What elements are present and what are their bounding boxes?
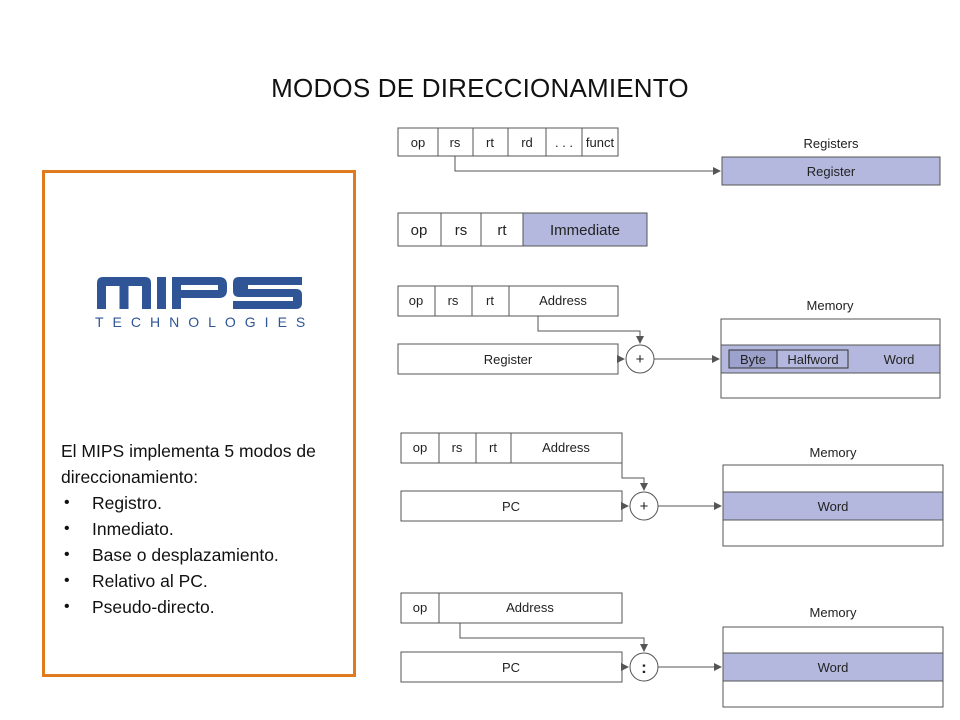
memory-word-row <box>722 491 944 521</box>
mode-item: Pseudo-directo. <box>61 594 351 620</box>
field-op: op <box>411 222 428 239</box>
register-arrow <box>454 156 721 175</box>
modes-list: Registro. Inmediato. Base o desplazamien… <box>61 490 351 620</box>
field-ellipsis: . . . <box>555 135 573 150</box>
base-register-label: Register <box>484 352 533 367</box>
mode-item: Relativo al PC. <box>61 568 351 594</box>
field-immediate: Immediate <box>550 222 620 239</box>
field-rs: rs <box>448 293 459 308</box>
field-op: op <box>409 293 423 308</box>
field-rs: rs <box>450 135 461 150</box>
field-rs: rs <box>455 222 468 239</box>
byte-label: Byte <box>740 352 766 367</box>
mips-logo: TECHNOLOGIES <box>95 273 305 330</box>
field-address: Address <box>542 440 590 455</box>
word-label: Word <box>818 499 849 514</box>
mode-item: Base o desplazamiento. <box>61 542 351 568</box>
mode-item: Registro. <box>61 490 351 516</box>
pc-label: PC <box>502 499 520 514</box>
field-rt: rt <box>489 440 497 455</box>
pc-label: PC <box>502 660 520 675</box>
pseudo-direct-mode-diagram: op Address PC : Memory Word <box>400 592 944 708</box>
field-rt: rt <box>497 222 507 239</box>
word-label: Word <box>818 660 849 675</box>
mode-item: Inmediato. <box>61 516 351 542</box>
register-mode-diagram: op rs rt rd . . . funct Registers Regist… <box>397 127 941 186</box>
address-arrow <box>459 623 648 652</box>
description: El MIPS implementa 5 modos de direcciona… <box>61 438 351 620</box>
field-op: op <box>411 135 425 150</box>
byte-cell <box>728 349 778 369</box>
memory-title: Memory <box>810 445 857 460</box>
memory-word-row <box>722 652 944 682</box>
pc-relative-mode-diagram: op rs rt Address PC + Memory Word <box>400 432 944 547</box>
immediate-mode-diagram: op rs rt Immediate <box>397 212 648 247</box>
description-intro: El MIPS implementa 5 modos de direcciona… <box>61 441 316 487</box>
register-cell <box>721 156 941 186</box>
field-op: op <box>413 600 427 615</box>
adder-operator: + <box>640 498 649 515</box>
memory-title: Memory <box>807 298 854 313</box>
memory-title: Memory <box>810 605 857 620</box>
field-address: Address <box>539 293 587 308</box>
logo-subtitle: TECHNOLOGIES <box>95 314 315 330</box>
address-arrow <box>537 316 644 344</box>
field-funct: funct <box>586 135 615 150</box>
field-rt: rt <box>486 135 494 150</box>
field-op: op <box>413 440 427 455</box>
field-rs: rs <box>452 440 463 455</box>
register-label: Register <box>807 164 856 179</box>
adder-operator: + <box>636 351 645 368</box>
concat-operator: : <box>641 658 647 677</box>
field-rt: rt <box>486 293 494 308</box>
registers-title: Registers <box>804 136 859 151</box>
field-rd: rd <box>521 135 533 150</box>
info-panel: TECHNOLOGIES El MIPS implementa 5 modos … <box>42 170 356 677</box>
address-arrow <box>621 463 648 491</box>
mips-logo-mark <box>97 277 302 309</box>
word-label: Word <box>884 352 915 367</box>
page-title: MODOS DE DIRECCIONAMIENTO <box>271 73 689 103</box>
halfword-label: Halfword <box>787 352 838 367</box>
base-mode-diagram: op rs rt Address Register + Memory Byte … <box>397 285 941 399</box>
field-address: Address <box>506 600 554 615</box>
